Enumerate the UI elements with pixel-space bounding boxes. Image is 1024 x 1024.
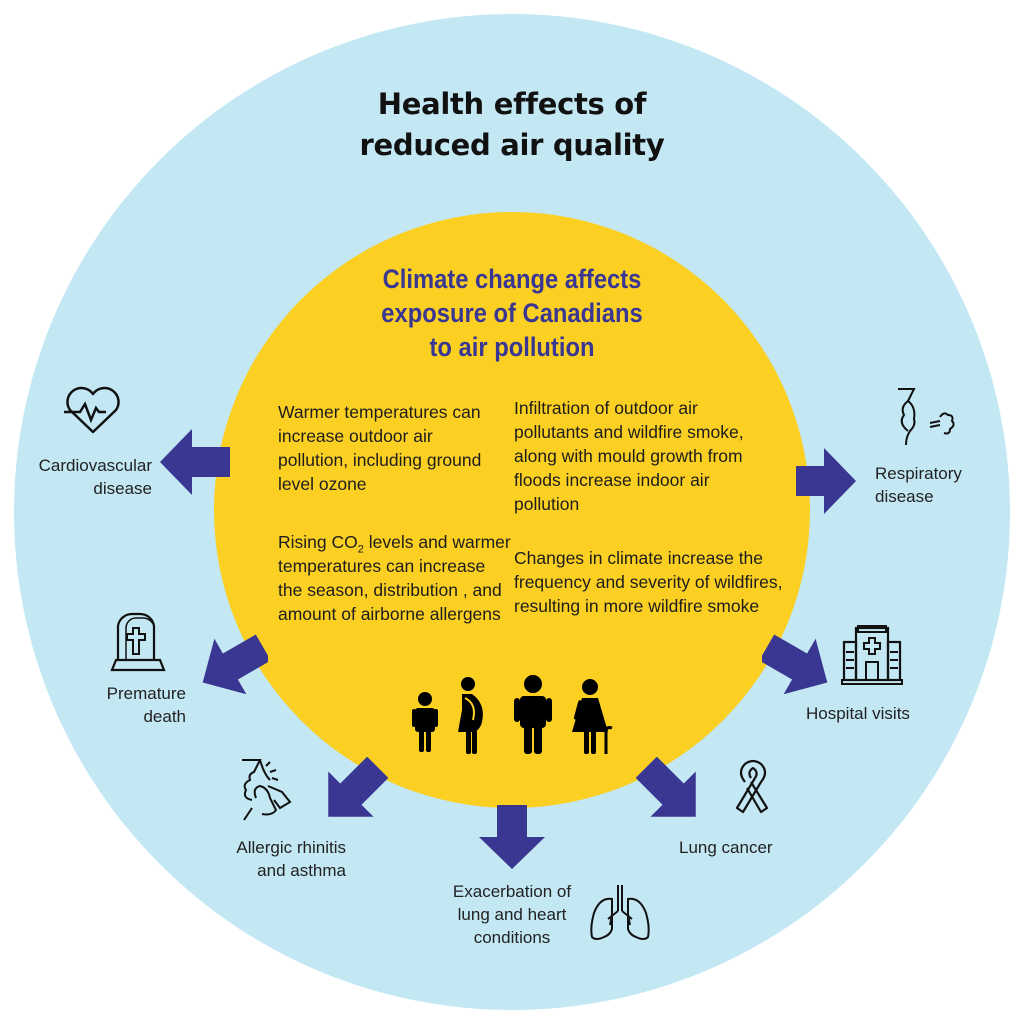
arrow-to-respiratory bbox=[796, 446, 856, 516]
people-icons bbox=[412, 675, 613, 754]
man-icon bbox=[514, 675, 552, 754]
center-title-line-2: exposure of Canadians bbox=[381, 298, 643, 328]
arrow-to-hospital bbox=[762, 630, 832, 700]
label-exacerbation-line-2: lung and heart bbox=[457, 905, 567, 924]
child-icon bbox=[412, 692, 438, 752]
coughing-head-icon bbox=[896, 385, 958, 447]
label-cardiovascular-line-1: Cardiovascular bbox=[38, 456, 152, 475]
lungs-icon bbox=[588, 883, 652, 943]
center-title-line-1: Climate change affects bbox=[382, 264, 642, 294]
hospital-icon bbox=[840, 624, 904, 686]
inhaler-icon bbox=[238, 758, 298, 822]
blurb-outdoor-pollution: Warmer temperatures can increase outdoor… bbox=[278, 402, 482, 494]
arrow-to-allergic bbox=[318, 757, 388, 827]
label-allergic-line-1: Allergic rhinitis bbox=[236, 838, 346, 857]
arrow-to-premature-death bbox=[198, 630, 268, 700]
label-lung-cancer: Lung cancer bbox=[679, 836, 799, 859]
tombstone-icon bbox=[110, 612, 166, 674]
blurb-allergens-subscript: 2 bbox=[357, 543, 364, 556]
blurb-allergens-pre: Rising CO bbox=[278, 532, 358, 552]
label-premature-death-line-2: death bbox=[143, 707, 186, 726]
pregnant-woman-icon bbox=[458, 677, 483, 754]
awareness-ribbon-icon bbox=[733, 758, 773, 822]
blurb-allergens-post: levels and warmer temperatures can incre… bbox=[278, 532, 511, 624]
label-cardiovascular-line-2: disease bbox=[93, 479, 152, 498]
label-respiratory-line-1: Respiratory bbox=[875, 464, 962, 483]
label-respiratory-line-2: disease bbox=[875, 487, 934, 506]
label-exacerbation: Exacerbation of lung and heart condition… bbox=[432, 880, 592, 949]
blurb-allergens: Rising CO2 levels and warmer temperature… bbox=[278, 530, 513, 626]
arrow-to-exacerbation bbox=[477, 805, 547, 869]
main-title-line-1: Health effects of bbox=[377, 87, 647, 121]
label-premature-death: Premature death bbox=[70, 682, 186, 728]
label-hospital-visits: Hospital visits bbox=[806, 702, 946, 725]
inner-circle bbox=[214, 212, 810, 808]
main-title: Health effects of reduced air quality bbox=[312, 84, 712, 166]
label-allergic-line-2: and asthma bbox=[257, 861, 346, 880]
label-respiratory: Respiratory disease bbox=[875, 462, 995, 508]
arrow-to-lung-cancer bbox=[636, 757, 706, 827]
label-premature-death-line-1: Premature bbox=[106, 684, 186, 703]
blurb-wildfires: Changes in climate increase the frequenc… bbox=[514, 548, 783, 616]
label-exacerbation-line-1: Exacerbation of bbox=[452, 882, 572, 901]
center-title-line-3: to air pollution bbox=[429, 332, 595, 362]
arrow-to-cardiovascular bbox=[160, 427, 230, 497]
elderly-woman-with-cane-icon bbox=[572, 679, 613, 754]
main-title-line-2: reduced air quality bbox=[359, 128, 665, 162]
heart-pulse-icon bbox=[62, 386, 124, 436]
center-title: Climate change affects exposure of Canad… bbox=[352, 262, 672, 364]
label-allergic: Allergic rhinitis and asthma bbox=[200, 836, 346, 882]
label-cardiovascular: Cardiovascular disease bbox=[18, 454, 152, 500]
label-hospital-visits-line-1: Hospital visits bbox=[806, 704, 910, 723]
blurb-indoor-pollution: Infiltration of outdoor air pollutants a… bbox=[514, 398, 744, 514]
label-exacerbation-line-3: conditions bbox=[473, 928, 551, 947]
label-lung-cancer-line-1: Lung cancer bbox=[679, 838, 773, 857]
